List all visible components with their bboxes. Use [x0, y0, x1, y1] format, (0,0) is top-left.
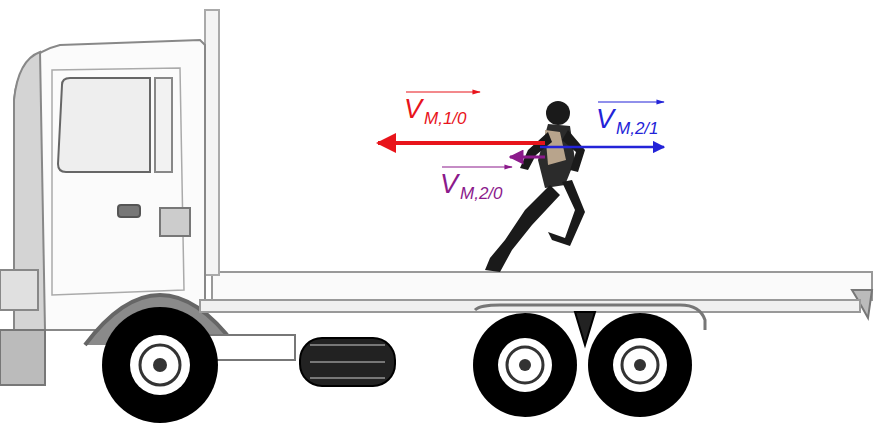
velocity-arrow: [378, 141, 545, 145]
wheels: [102, 307, 692, 423]
vector-overline: [598, 101, 664, 102]
vector-symbol: V: [404, 96, 422, 123]
velocity-arrow: [510, 156, 545, 159]
velocity-arrow: [540, 146, 664, 149]
vector-subscript: M,2/1: [616, 120, 659, 137]
vector-symbol: V: [440, 171, 458, 198]
vector-subscript: M,1/0: [424, 110, 467, 127]
vector-subscript: M,2/0: [460, 185, 503, 202]
vector-overline: [406, 91, 480, 92]
vector-symbol: V: [596, 106, 614, 133]
vector-overline: [442, 166, 512, 167]
